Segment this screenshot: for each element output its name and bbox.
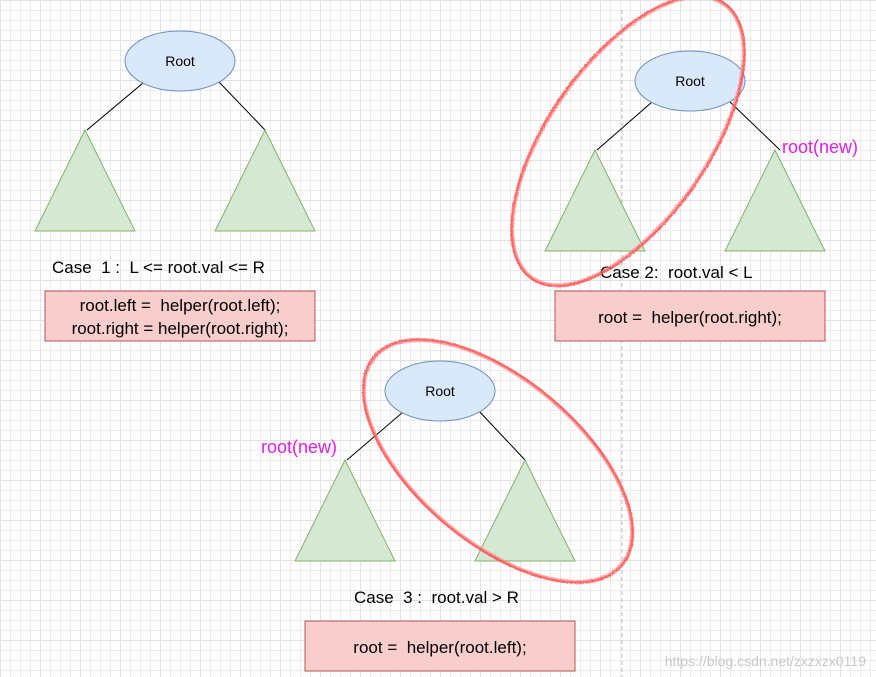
case1-root-label: Root — [165, 53, 195, 69]
case1-right-edge — [217, 80, 266, 131]
case1-right-subtree-icon — [214, 128, 316, 232]
watermark-text: https://blog.csdn.net/zxzxzx0119 — [665, 653, 867, 669]
case3-code-line: root = helper(root.left); — [353, 638, 526, 657]
case2-code-line: root = helper(root.right); — [598, 308, 782, 327]
case3-new-root-label: root(new) — [261, 437, 337, 457]
case1-group: Root Case 1 : L <= root.val <= R root.le… — [34, 30, 316, 342]
case2-new-root-label: root(new) — [782, 137, 858, 157]
case3-right-edge — [477, 409, 526, 461]
case3-group: Root root(new) Case 3 : root.val > R roo… — [261, 338, 635, 672]
case1-condition-label: Case 1 : L <= root.val <= R — [52, 258, 265, 277]
case1-code-line1: root.left = helper(root.left); — [80, 296, 281, 315]
case1-code-line2: root.right = helper(root.right); — [72, 319, 289, 338]
case2-left-edge — [596, 101, 653, 151]
case2-root-label: Root — [675, 73, 705, 89]
case3-root-label: Root — [425, 383, 455, 399]
case3-highlight-ellipse-icon — [361, 338, 635, 584]
case2-condition-label: Case 2: root.val < L — [600, 263, 753, 282]
case1-left-edge — [86, 82, 144, 131]
case2-root-node-icon — [634, 50, 746, 112]
case2-left-subtree-icon — [544, 148, 646, 252]
case3-left-subtree-icon — [294, 458, 396, 562]
case3-condition-label: Case 3 : root.val > R — [354, 588, 519, 607]
case3-code-box — [304, 620, 576, 672]
case2-right-edge — [729, 101, 781, 151]
case2-highlight-ellipse-icon — [510, 0, 746, 288]
case2-group: Root root(new) Case 2: root.val < L root… — [510, 0, 858, 342]
case2-right-subtree-icon — [724, 148, 826, 252]
case1-left-subtree-icon — [34, 128, 136, 232]
case1-code-box — [44, 290, 316, 342]
case3-root-node-icon — [384, 360, 496, 422]
case1-root-node-icon — [124, 30, 236, 92]
case3-right-subtree-icon — [474, 458, 576, 562]
case2-code-box — [554, 290, 826, 342]
